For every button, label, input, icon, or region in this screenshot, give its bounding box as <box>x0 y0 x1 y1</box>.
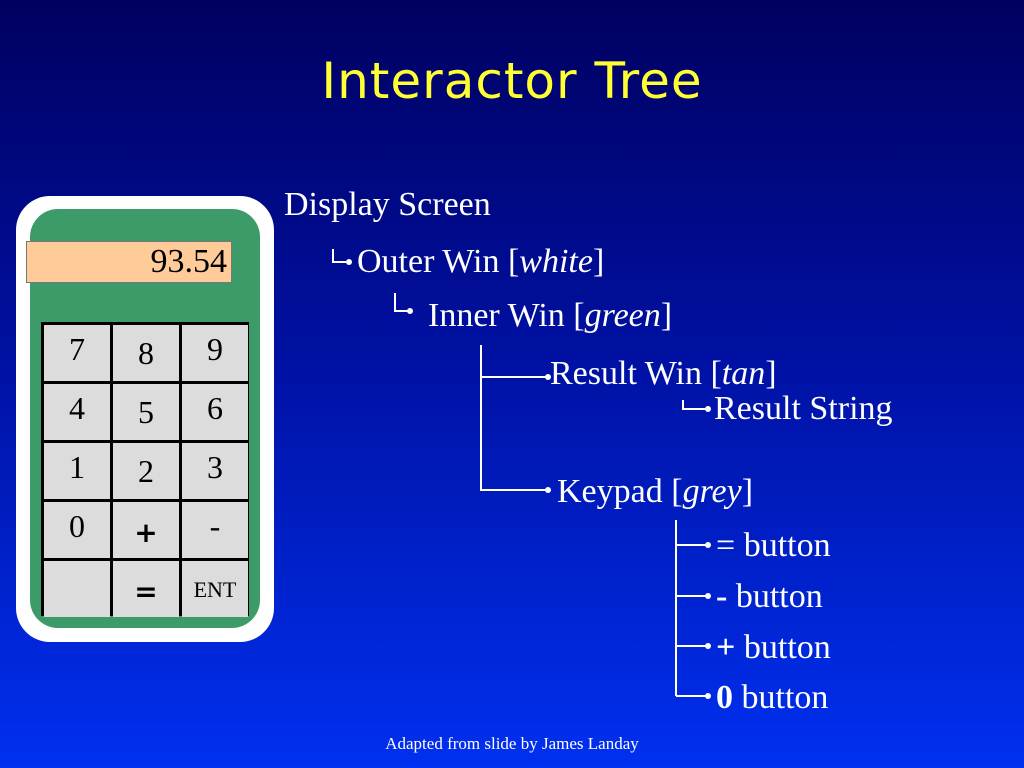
tree-inner-win-close: ] <box>660 297 673 334</box>
tree-keypad: Keypad [grey] <box>557 473 753 511</box>
bullet-plus-button <box>705 643 711 649</box>
bullet-minus-button <box>705 593 711 599</box>
tree-inner-win-label: Inner Win [ <box>428 297 585 334</box>
key-5[interactable]: 5 <box>113 384 179 440</box>
connector-result-win <box>480 345 546 378</box>
bullet-result-string <box>705 406 711 412</box>
key-0[interactable]: 0 <box>44 502 110 558</box>
tree-outer-win-color: white <box>519 243 593 280</box>
key-3[interactable]: 3 <box>182 443 248 499</box>
tree-plus-button-text: button <box>735 629 831 666</box>
connector-outer-win <box>332 249 346 263</box>
key-blank <box>44 561 110 617</box>
bullet-outer-win <box>346 259 352 265</box>
tree-result-string: Result String <box>714 390 893 428</box>
tree-display-screen-label: Display Screen <box>284 186 491 223</box>
tree-keypad-color: grey <box>682 473 742 510</box>
key-7[interactable]: 7 <box>44 325 110 381</box>
tree-equals-button-text: button <box>735 527 831 564</box>
tree-minus-button-text: button <box>727 578 823 615</box>
connector-result-string <box>682 400 706 410</box>
tree-keypad-label: Keypad [ <box>557 473 683 510</box>
bullet-keypad <box>545 487 551 493</box>
tree-result-string-label: Result String <box>714 390 893 427</box>
calculator-result-window: 93.54 <box>26 241 232 283</box>
tree-outer-win-close: ] <box>592 243 605 280</box>
tree-inner-win-color: green <box>584 297 661 334</box>
tree-inner-win: Inner Win [green] <box>428 297 672 335</box>
tree-plus-button: + button <box>716 629 831 667</box>
key-plus[interactable]: + <box>113 502 179 558</box>
tree-result-win-label: Result Win [ <box>550 355 722 392</box>
bullet-equals-button <box>705 542 711 548</box>
tree-keypad-close: ] <box>741 473 754 510</box>
tree-zero-button-symbol: 0 <box>716 679 733 716</box>
tree-zero-button-text: button <box>733 679 829 716</box>
key-equals[interactable]: = <box>113 561 179 617</box>
tree-result-win-color: tan <box>721 355 766 392</box>
calculator-keypad: 7 8 9 4 5 6 1 2 3 0 + - = ENT <box>41 322 249 617</box>
key-6[interactable]: 6 <box>182 384 248 440</box>
key-8[interactable]: 8 <box>113 325 179 381</box>
tree-equals-button-symbol: = <box>716 527 736 564</box>
bullet-result-win <box>545 374 551 380</box>
connector-inner-win <box>394 293 408 312</box>
tree-outer-win-label: Outer Win [ <box>357 243 520 280</box>
key-9[interactable]: 9 <box>182 325 248 381</box>
tree-minus-button: - button <box>716 578 823 616</box>
calculator-result-string: 93.54 <box>150 243 228 280</box>
key-minus[interactable]: - <box>182 502 248 558</box>
tree-minus-button-symbol: - <box>716 578 728 615</box>
tree-outer-win: Outer Win [white] <box>357 243 604 281</box>
tree-zero-button: 0 button <box>716 679 828 717</box>
tree-equals-button: = button <box>716 527 831 565</box>
key-2[interactable]: 2 <box>113 443 179 499</box>
tree-result-win: Result Win [tan] <box>550 355 777 393</box>
bullet-zero-button <box>705 693 711 699</box>
key-4[interactable]: 4 <box>44 384 110 440</box>
tree-display-screen: Display Screen <box>284 186 491 224</box>
slide-footer: Adapted from slide by James Landay <box>385 734 639 753</box>
bullet-inner-win <box>407 308 413 314</box>
tree-result-win-close: ] <box>765 355 777 392</box>
connector-keypad <box>480 377 546 491</box>
key-enter[interactable]: ENT <box>182 561 248 617</box>
tree-plus-button-symbol: + <box>716 629 736 666</box>
slide-title: Interactor Tree <box>321 52 703 110</box>
key-1[interactable]: 1 <box>44 443 110 499</box>
